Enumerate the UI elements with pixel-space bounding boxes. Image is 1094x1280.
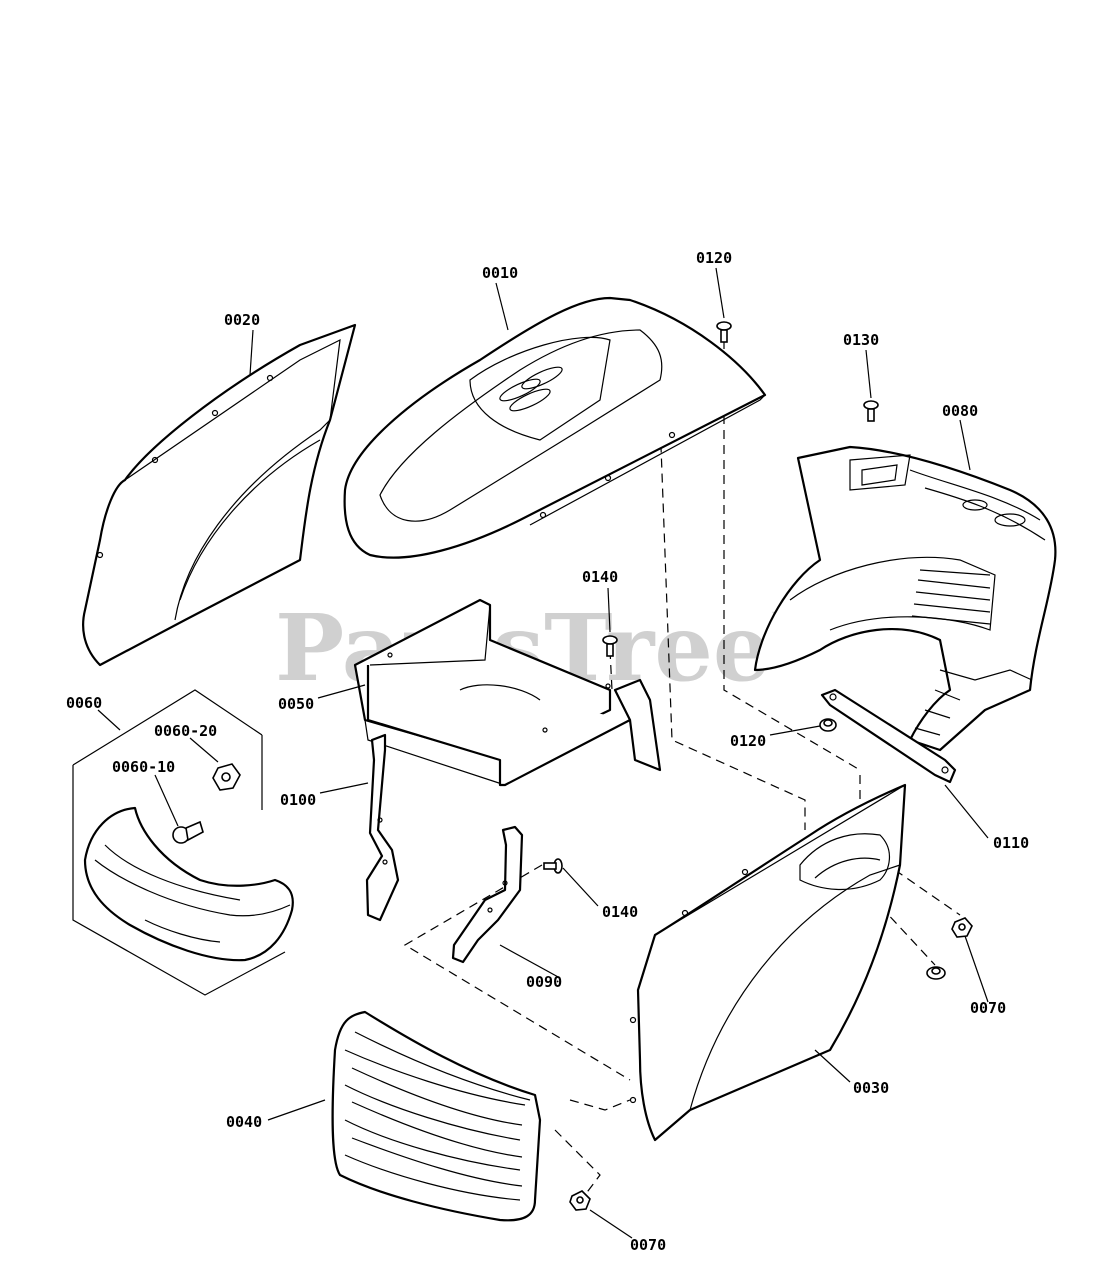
part-0120-bolt-top[interactable] [716, 321, 732, 343]
callout-0030[interactable]: 0030 [853, 1079, 889, 1097]
callout-0070-right[interactable]: 0070 [970, 999, 1006, 1017]
part-0080-dash-console[interactable] [753, 445, 1057, 752]
part-0060-bumper-group[interactable] [72, 689, 294, 996]
part-0130-bolt[interactable] [863, 400, 879, 422]
callout-0010[interactable]: 0010 [482, 264, 518, 282]
callout-labels: 0010 0020 0030 0040 0050 0060 0060-10 00… [66, 249, 1029, 1254]
part-0090-bracket[interactable] [451, 825, 524, 964]
callout-0060-10[interactable]: 0060-10 [112, 758, 175, 776]
part-0060-20-nut[interactable] [212, 763, 241, 791]
callout-0050[interactable]: 0050 [278, 695, 314, 713]
part-0060-10-bolt[interactable] [172, 820, 204, 844]
part-0030-right-side-panel[interactable] [629, 783, 907, 1142]
part-0140-bolt-top[interactable] [602, 635, 618, 657]
callout-0060[interactable]: 0060 [66, 694, 102, 712]
callout-0080[interactable]: 0080 [942, 402, 978, 420]
part-0070-nut-bottom[interactable] [569, 1190, 591, 1211]
part-0120-nut[interactable] [819, 718, 837, 732]
callout-0060-20[interactable]: 0060-20 [154, 722, 217, 740]
part-0070-nut-lower[interactable] [926, 966, 946, 980]
part-0020-left-side-panel[interactable] [82, 323, 357, 667]
part-0010-hood[interactable] [343, 296, 767, 559]
part-0110-brace[interactable] [820, 688, 957, 784]
callout-0120-lower[interactable]: 0120 [730, 732, 766, 750]
callout-0110[interactable]: 0110 [993, 834, 1029, 852]
callout-0100[interactable]: 0100 [280, 791, 316, 809]
callout-0040[interactable]: 0040 [226, 1113, 262, 1131]
callout-0140-top[interactable]: 0140 [582, 568, 618, 586]
callout-0130[interactable]: 0130 [843, 331, 879, 349]
callout-0090[interactable]: 0090 [526, 973, 562, 991]
part-0140-bolt-bottom[interactable] [543, 858, 563, 874]
part-0070-nut-upper[interactable] [951, 917, 973, 938]
callout-0070-bottom[interactable]: 0070 [630, 1236, 666, 1254]
part-0040-grille[interactable] [331, 1010, 542, 1222]
part-0100-bracket[interactable] [365, 733, 400, 922]
leader-lines [97, 267, 989, 1239]
callout-0120-top[interactable]: 0120 [696, 249, 732, 267]
part-0050-battery-tray[interactable] [353, 598, 662, 787]
callout-0140-bottom[interactable]: 0140 [602, 903, 638, 921]
callout-0020[interactable]: 0020 [224, 311, 260, 329]
